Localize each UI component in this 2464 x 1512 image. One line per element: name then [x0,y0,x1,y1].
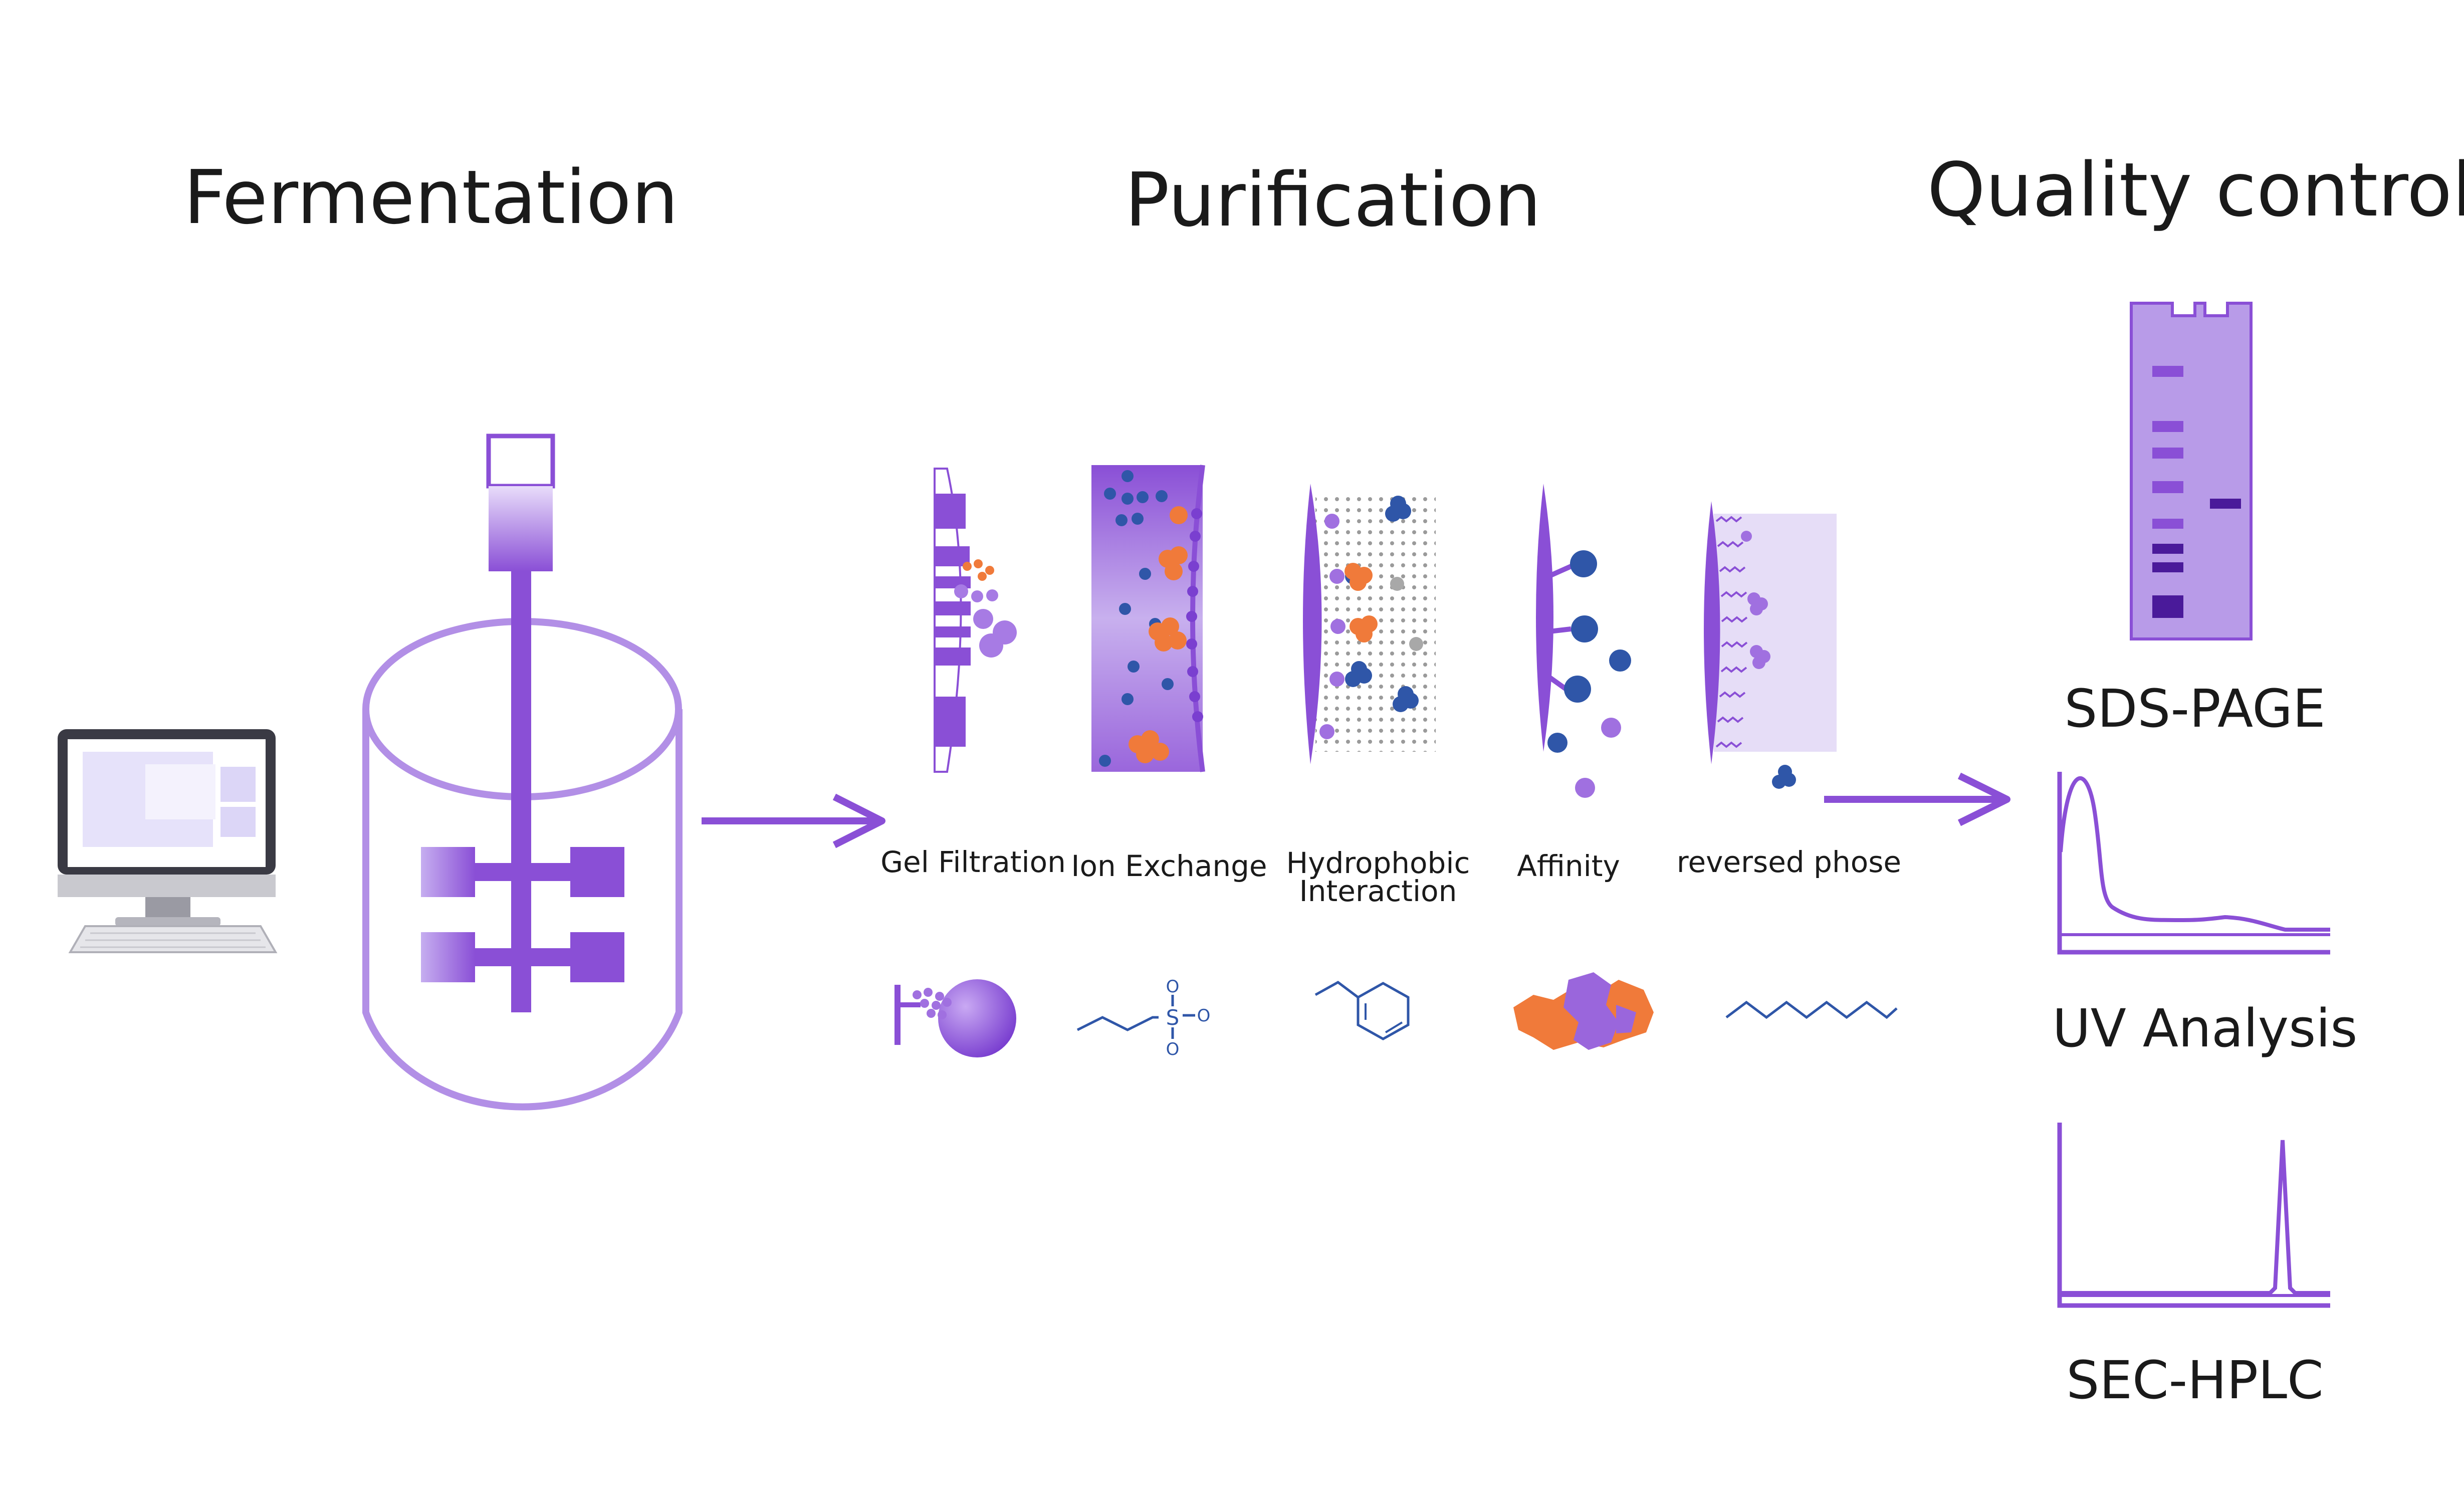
gel-bead-icon [894,979,1016,1057]
affinity-column-icon [1536,484,1631,798]
oxygen-label-top: O [1166,977,1180,997]
sec-hplc-chromatogram-icon [2057,1123,2330,1308]
label-sec-hplc: SEC-HPLC [2066,1350,2323,1411]
alkyl-chain-icon [1725,1000,1898,1019]
computer-icon [58,729,278,953]
gel-filtration-column-icon [934,468,1017,773]
affinity-protein-icon [1513,972,1654,1050]
label-hydrophobic: Hydrophobic [1286,846,1470,880]
oxygen-label-bottom: O [1166,1039,1180,1059]
reversed-phase-column-icon [1704,501,1837,789]
label-affinity: Affinity [1517,849,1620,883]
sulfonate-ligand-icon: S O O O [1076,977,1211,1059]
title-purification: Purification [1125,157,1541,243]
label-reversed-phase: reversed phose [1677,845,1901,879]
arrow-to-quality-control [1824,772,2010,826]
label-uv-analysis: UV Analysis [2053,998,2358,1059]
title-fermentation: Fermentation [183,154,679,241]
label-gel-filtration: Gel Filtration [880,845,1066,879]
label-ion-exchange: Ion Exchange [1071,849,1267,883]
phenyl-ligand-icon [1314,981,1410,1040]
fermenter-tank-icon [362,434,683,1111]
uv-analysis-chromatogram-icon [2057,772,2330,955]
label-sds-page: SDS-PAGE [2064,678,2325,739]
sulfur-label: S [1166,1005,1180,1030]
title-quality-control: Quality control [1927,147,2464,233]
oxygen-label-right: O [1197,1006,1211,1026]
sds-page-gel-icon [2130,302,2253,640]
ion-exchange-column-icon [1091,465,1205,772]
label-interaction: Interaction [1299,874,1457,908]
hydrophobic-column-icon [1303,484,1436,764]
arrow-to-purification [702,793,885,848]
